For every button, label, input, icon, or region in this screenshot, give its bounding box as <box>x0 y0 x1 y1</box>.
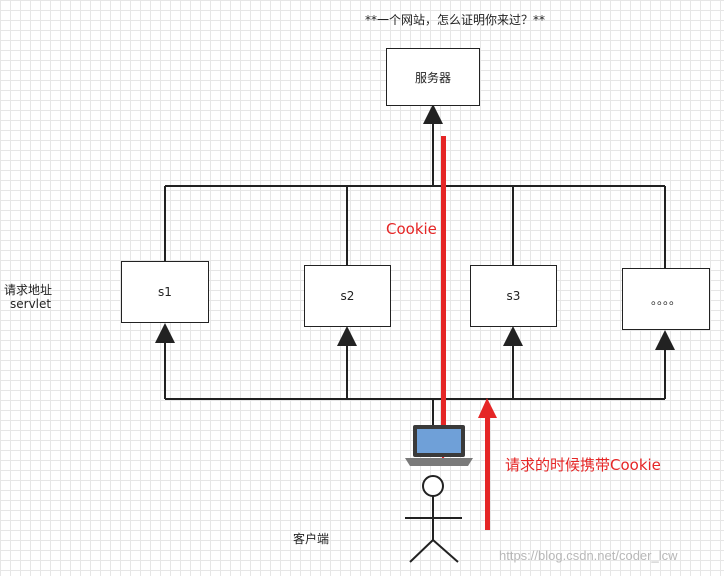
servlet-box-s2: s2 <box>304 265 391 327</box>
servlet-box-s3: s3 <box>470 265 557 327</box>
server-bus <box>164 104 666 268</box>
request-cookie-label: 请求的时候携带Cookie <box>505 456 661 474</box>
cookie-label: Cookie <box>386 220 437 238</box>
request-address-label: 请求地址 <box>4 283 53 297</box>
servlet-box-more: 。。。。 <box>622 268 710 330</box>
servlet-label: servlet <box>10 297 52 311</box>
cookie-request-arrow <box>478 398 497 530</box>
server-box: 服务器 <box>386 48 480 106</box>
servlet-box-s1: s1 <box>121 261 209 323</box>
client-bus <box>155 323 675 426</box>
laptop-icon <box>405 425 473 466</box>
client-label: 客户端 <box>293 532 330 546</box>
watermark-text: https://blog.csdn.net/coder_lcw <box>499 548 678 563</box>
cookie-response-arrow <box>434 136 452 460</box>
diagram-title: **一个网站，怎么证明你来过？** <box>365 13 546 27</box>
user-figure-icon <box>405 475 462 563</box>
